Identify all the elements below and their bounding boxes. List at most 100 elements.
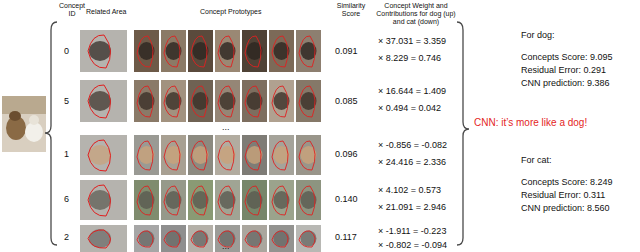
prototype-outline — [137, 186, 153, 215]
prototype-image — [296, 135, 321, 175]
prototype-image — [161, 225, 186, 252]
contribution: × 0.494 = 0.042 — [378, 103, 441, 113]
prototype-image — [215, 80, 240, 122]
prototype-outline — [245, 186, 261, 215]
concept-id: 6 — [64, 194, 69, 204]
prototype-outline — [137, 36, 153, 67]
related-area-image — [80, 135, 127, 175]
prototype-image — [296, 30, 321, 72]
similarity-score: 0.117 — [335, 232, 357, 242]
related-area-region — [89, 229, 111, 248]
prototype-image — [269, 80, 294, 122]
contribution: × 37.031 = 3.359 — [378, 36, 446, 46]
contribution: × -0.856 = -0.082 — [378, 140, 447, 150]
column-header: Concept Prototypes — [200, 8, 261, 16]
prototype-image — [242, 180, 267, 220]
related-area-outline — [88, 140, 111, 171]
prototype-image — [161, 180, 186, 220]
related-area-outline — [88, 185, 111, 216]
prototype-image — [296, 180, 321, 220]
prototype-image — [296, 80, 321, 122]
left-brace — [45, 22, 57, 245]
similarity-score: 0.091 — [335, 46, 358, 56]
related-area-outline — [88, 35, 111, 68]
contribution: × 24.416 = 2.336 — [378, 157, 446, 167]
column-header: Related Area — [86, 8, 126, 16]
class-heading: For dog: — [521, 30, 555, 40]
score-line: Concepts Score: 9.095 — [521, 52, 613, 62]
score-line: Residual Error: 0.311 — [521, 190, 605, 200]
related-area-image — [80, 180, 127, 220]
related-area-outline — [88, 230, 111, 248]
prototype-image — [134, 135, 159, 175]
prototype-outline — [191, 86, 207, 117]
related-area-region — [89, 41, 111, 61]
cat-head — [29, 115, 39, 125]
contribution: × 16.644 = 1.409 — [378, 86, 446, 96]
prototype-outline — [245, 36, 261, 67]
prototype-outline — [191, 186, 207, 215]
similarity-score: 0.140 — [335, 194, 358, 204]
prototype-outline — [191, 231, 207, 247]
dog-head — [9, 111, 21, 121]
prototype-image — [242, 80, 267, 122]
prototype-image — [134, 80, 159, 122]
prototype-outline — [218, 186, 234, 215]
prototype-thumbnails — [80, 30, 321, 252]
prototype-image — [269, 180, 294, 220]
prototype-image — [134, 225, 159, 252]
related-area-image — [80, 30, 127, 72]
concept-id: 0 — [64, 46, 69, 56]
prototype-image — [242, 30, 267, 72]
prototype-outline — [299, 36, 315, 67]
prototype-image — [215, 135, 240, 175]
contribution: × 8.229 = 0.746 — [378, 53, 441, 63]
prototype-outline — [164, 186, 180, 215]
prototype-outline — [137, 231, 153, 247]
prototype-outline — [245, 141, 261, 170]
prototype-image — [161, 80, 186, 122]
prototype-outline — [164, 36, 180, 67]
prototype-outline — [218, 86, 234, 117]
similarity-score: 0.096 — [335, 149, 358, 159]
prototype-image — [242, 225, 267, 252]
prototype-outline — [137, 141, 153, 170]
prototype-image — [188, 80, 213, 122]
prototype-image — [188, 30, 213, 72]
prototype-outline — [164, 231, 180, 247]
column-header: Concept ID — [57, 2, 87, 18]
related-area-outline — [88, 85, 111, 118]
prototype-outline — [164, 141, 180, 170]
photo-wall — [2, 96, 46, 114]
prototype-outline — [272, 86, 288, 117]
prototype-image — [296, 225, 321, 252]
prototype-outline — [164, 86, 180, 117]
prototype-image — [269, 30, 294, 72]
column-header: Similarity Score — [330, 2, 372, 18]
concept-id: 2 — [64, 232, 69, 242]
class-heading: For cat: — [521, 155, 552, 165]
verdict-note: CNN: it’s more like a dog! — [474, 117, 587, 129]
contribution: × -0.802 = -0.094 — [378, 240, 447, 250]
prototype-outline — [299, 186, 315, 215]
prototype-image — [161, 30, 186, 72]
prototype-outline — [245, 86, 261, 117]
contribution: × -1.911 = -0.223 — [378, 226, 446, 236]
prototype-outline — [137, 86, 153, 117]
prototype-image — [215, 30, 240, 72]
related-area-region — [89, 145, 111, 165]
prototype-image — [134, 30, 159, 72]
prototype-image — [188, 135, 213, 175]
input-image — [2, 96, 46, 152]
prototype-outline — [245, 231, 261, 247]
concept-id: 5 — [64, 96, 69, 106]
prototype-outline — [299, 231, 315, 247]
ellipsis: ... — [222, 241, 230, 251]
column-header: Concept Weight and Contributions for dog… — [374, 2, 458, 26]
prototype-image — [269, 135, 294, 175]
prototype-outline — [191, 141, 207, 170]
prototype-outline — [299, 141, 315, 170]
prototype-outline — [272, 36, 288, 67]
prototype-image — [269, 225, 294, 252]
prototype-outline — [218, 141, 234, 170]
